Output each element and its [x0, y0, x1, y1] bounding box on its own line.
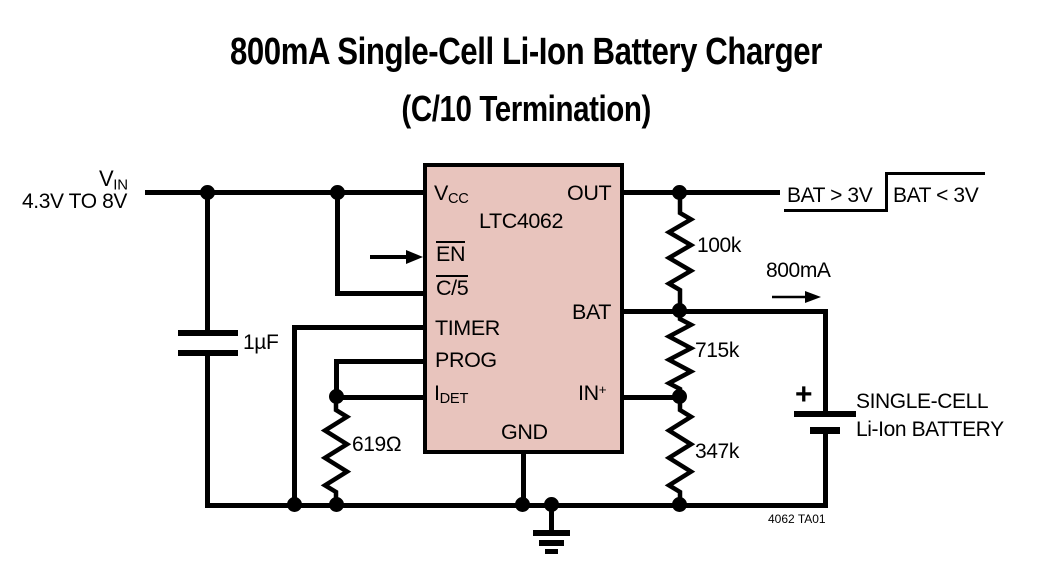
capacitor-plate-top [178, 330, 238, 336]
pin-label-bat: BAT [572, 300, 612, 324]
figure-reference: 4062 TA01 [768, 512, 826, 526]
wire-out [622, 190, 780, 195]
out-state-step-line [885, 172, 888, 212]
battery-name-line1: SINGLE-CELL [856, 390, 989, 413]
resistor-symbol-100k [664, 192, 696, 311]
pin-label-timer: TIMER [435, 316, 500, 340]
resistor-value-619: 619Ω [352, 433, 402, 456]
ground-bar-1 [533, 530, 570, 536]
ground-bar-3 [545, 549, 558, 554]
wire-in-plus [622, 395, 682, 400]
wire-prog-drop [334, 359, 339, 400]
charge-current-label: 800mA [766, 259, 831, 282]
wire-bat [622, 309, 828, 314]
junction-vcc-c5 [330, 185, 345, 200]
wire-cap-bottom-leg [205, 352, 210, 508]
wire-cap-top-leg [205, 190, 210, 332]
vin-range-label: 4.3V TO 8V [22, 190, 127, 213]
title-text-1: 800mA Single-Cell Li-Ion Battery Charger [230, 31, 822, 73]
wire-c5-drop [335, 190, 340, 296]
title-text-2: (C/10 Termination) [401, 88, 651, 129]
pin-label-gnd: GND [501, 420, 548, 444]
pin-label-c5: C/5 [436, 275, 469, 300]
junction-rail-timer [287, 497, 302, 512]
wire-idet-horizontal [334, 395, 425, 400]
ic-part-number: LTC4062 [479, 209, 564, 233]
battery-plus-sign: + [795, 378, 813, 411]
pin-label-idet: IDET [434, 381, 469, 408]
pin-label-en: EN [436, 241, 466, 266]
battery-plate-positive [794, 411, 856, 417]
pin-label-out: OUT [567, 181, 612, 205]
resistor-value-715k: 715k [695, 339, 739, 362]
junction-rail-earth [544, 497, 559, 512]
resistor-value-347k: 347k [695, 440, 739, 463]
junction-rail-gndpin [515, 497, 530, 512]
junction-prog-idet [329, 389, 344, 404]
wire-c5-horizontal [335, 291, 425, 296]
enable-input-arrow-icon [370, 250, 423, 264]
out-state-high-line [885, 172, 985, 175]
input-cap-value: 1µF [243, 331, 279, 354]
wire-gnd-drop [521, 452, 526, 508]
resistor-symbol-715k [664, 311, 696, 397]
wire-vin-to-vcc [145, 190, 425, 195]
wire-timer-drop [292, 325, 297, 508]
out-state-low-line [784, 209, 888, 212]
wire-battery-top [823, 309, 828, 413]
resistor-symbol-347k [664, 397, 696, 505]
ic-body [423, 163, 624, 454]
resistor-value-100k: 100k [697, 234, 741, 257]
pin-label-vcc: VCC [434, 181, 469, 208]
battery-name-line2: Li-Ion BATTERY [856, 418, 1004, 441]
schematic-title-line1: 800mA Single-Cell Li-Ion Battery Charger [0, 31, 1052, 74]
pin-label-prog: PROG [435, 348, 497, 372]
wire-ground-stub [549, 503, 554, 532]
pin-label-in-plus: IN+ [578, 381, 607, 405]
ground-bar-2 [539, 540, 564, 546]
junction-vin-cap [200, 185, 215, 200]
capacitor-plate-bottom [178, 350, 238, 356]
wire-timer-horizontal [292, 325, 425, 330]
resistor-symbol-619 [320, 397, 352, 505]
vin-label: VIN [99, 166, 128, 194]
wire-battery-bottom [823, 433, 828, 508]
out-state-right-label: BAT < 3V [893, 184, 979, 207]
charge-current-arrow-icon [772, 291, 821, 303]
wire-prog-horizontal [334, 359, 425, 364]
schematic-title-line2: (C/10 Termination) [0, 88, 1052, 130]
out-state-left-label: BAT > 3V [787, 184, 873, 207]
battery-plate-negative [810, 427, 840, 434]
